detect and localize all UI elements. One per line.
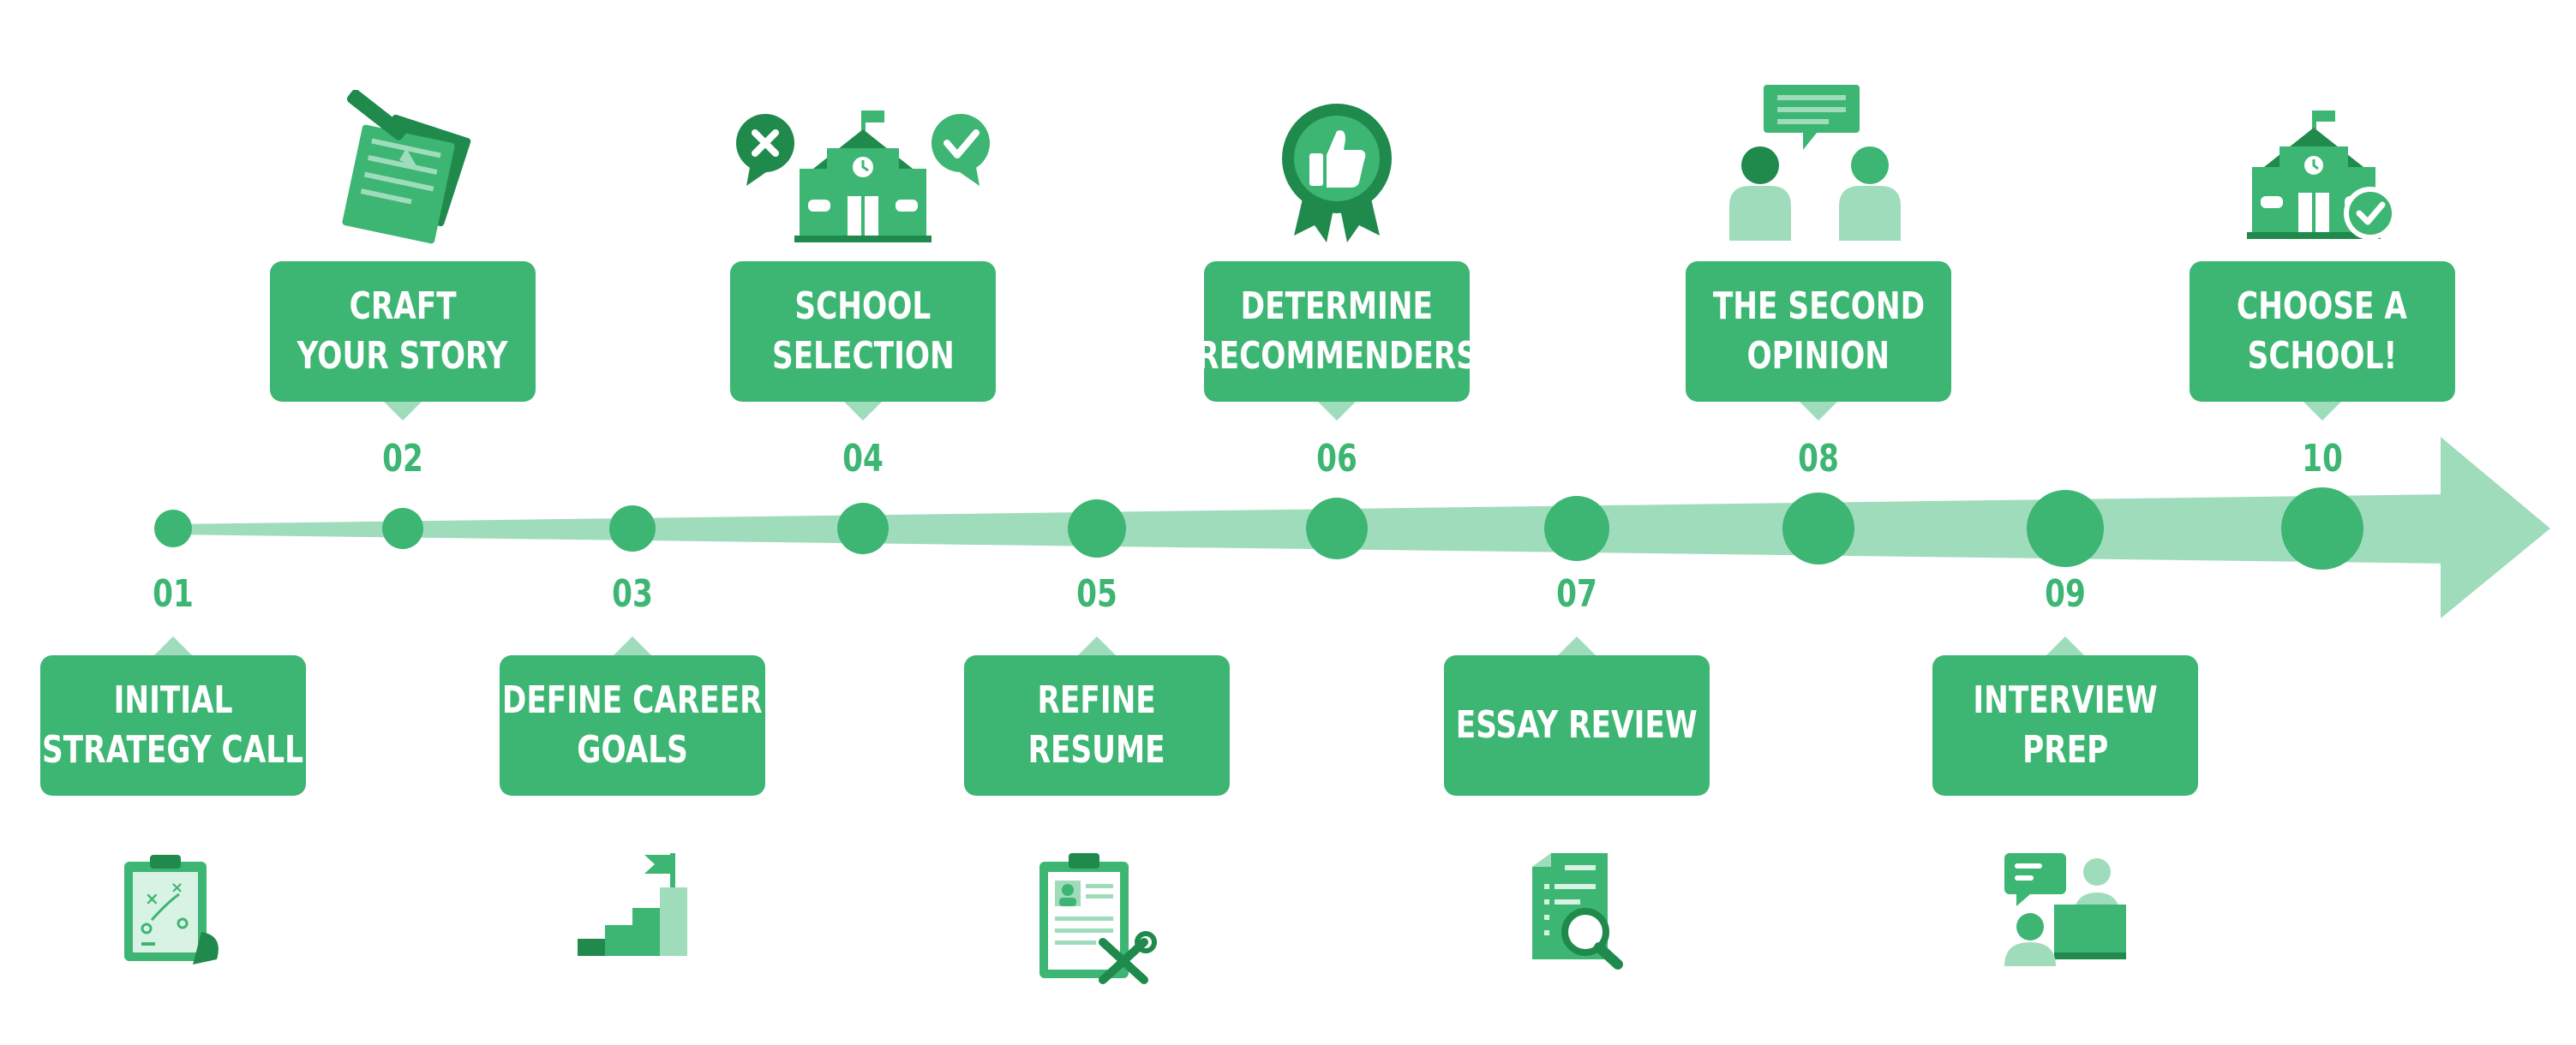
step-number: 02 [382,437,423,481]
step-label-box: INTERVIEW PREP [1932,636,2198,796]
box-pointer [2046,636,2084,655]
people-discussion-icon [1724,81,1913,248]
step-title-line: STRATEGY CALL [42,728,304,772]
step-label-box: CRAFT YOUR STORY [270,261,536,421]
step-title-line: GOALS [577,728,688,772]
box-pointer [614,636,651,655]
step-title-line: CRAFT [349,284,457,328]
timeline-node-10 [2281,487,2363,570]
step-label-box: CHOOSE A SCHOOL! [2190,261,2455,421]
notes-pencil-icon [326,89,480,248]
step-label-box: REFINE RESUME [964,636,1230,796]
resume-tools-icon [1033,850,1161,990]
strategy-clipboard-icon: × × [117,850,229,973]
step-label-box: DETERMINE RECOMMENDERS [1196,261,1477,421]
box-pointer [1078,636,1116,655]
step-title-line: CHOOSE A [2237,284,2408,328]
step-number: 05 [1076,572,1117,616]
box-pointer [1558,636,1596,655]
timeline-node-07 [1544,496,1609,561]
step-title-line: INITIAL [113,678,233,722]
step-label-box: THE SECOND OPINION [1686,261,1951,421]
timeline-node-03 [609,505,656,552]
timeline-node-09 [2027,490,2104,567]
step-number: 03 [612,572,653,616]
step-title-line: SCHOOL [794,284,932,328]
step-title-line: OPINION [1746,334,1890,378]
box-pointer [384,402,422,421]
timeline-node-01 [154,510,192,547]
timeline-node-04 [837,503,889,554]
step-number: 06 [1316,437,1357,481]
step-number: 07 [1556,572,1597,616]
box-pointer [1800,402,1837,421]
step-label-box: DEFINE CAREER GOALS [500,636,765,796]
timeline-node-02 [382,508,423,549]
step-title-line: SELECTION [771,334,955,378]
step-title-line: INTERVIEW [1973,678,2158,722]
arrow-head-icon [2441,437,2550,618]
step-number: 01 [153,572,194,616]
timeline-node-06 [1306,498,1368,559]
step-title-line: DETERMINE [1240,284,1434,328]
document-magnifier-icon [1525,850,1628,973]
svg-text:×: × [145,888,159,909]
timeline-node-08 [1782,493,1854,564]
step-label-box: INITIAL STRATEGY CALL [40,636,306,796]
step-number: 08 [1798,437,1839,481]
step-title-line: RECOMMENDERS [1196,334,1477,378]
step-number: 04 [842,437,884,481]
timeline-node-05 [1068,499,1126,558]
step-title-line: DEFINE CAREER [502,678,763,722]
stairs-flag-icon [572,850,692,964]
box-pointer [844,402,882,421]
box-pointer [2303,402,2341,421]
step-number: 10 [2302,437,2343,481]
step-title-line: PREP [2022,728,2109,772]
step-label-box: ESSAY REVIEW [1444,636,1710,796]
step-title-line: YOUR STORY [297,334,508,378]
box-pointer [1318,402,1356,421]
interview-icon [2001,850,2130,973]
step-title-line: THE SECOND [1712,284,1925,328]
step-label-box: SCHOOL SELECTION [730,261,996,421]
step-title-line: RESUME [1027,728,1166,772]
step-number: 09 [2045,572,2086,616]
box-pointer [154,636,192,655]
svg-text:×: × [171,879,183,897]
thumbs-up-badge-icon [1277,99,1397,248]
step-title-line: ESSAY REVIEW [1456,703,1698,747]
step-title-line: REFINE [1037,678,1157,722]
school-check-icon [2245,107,2399,248]
step-title-line: SCHOOL! [2247,334,2398,378]
school-compare-icon [734,107,991,248]
